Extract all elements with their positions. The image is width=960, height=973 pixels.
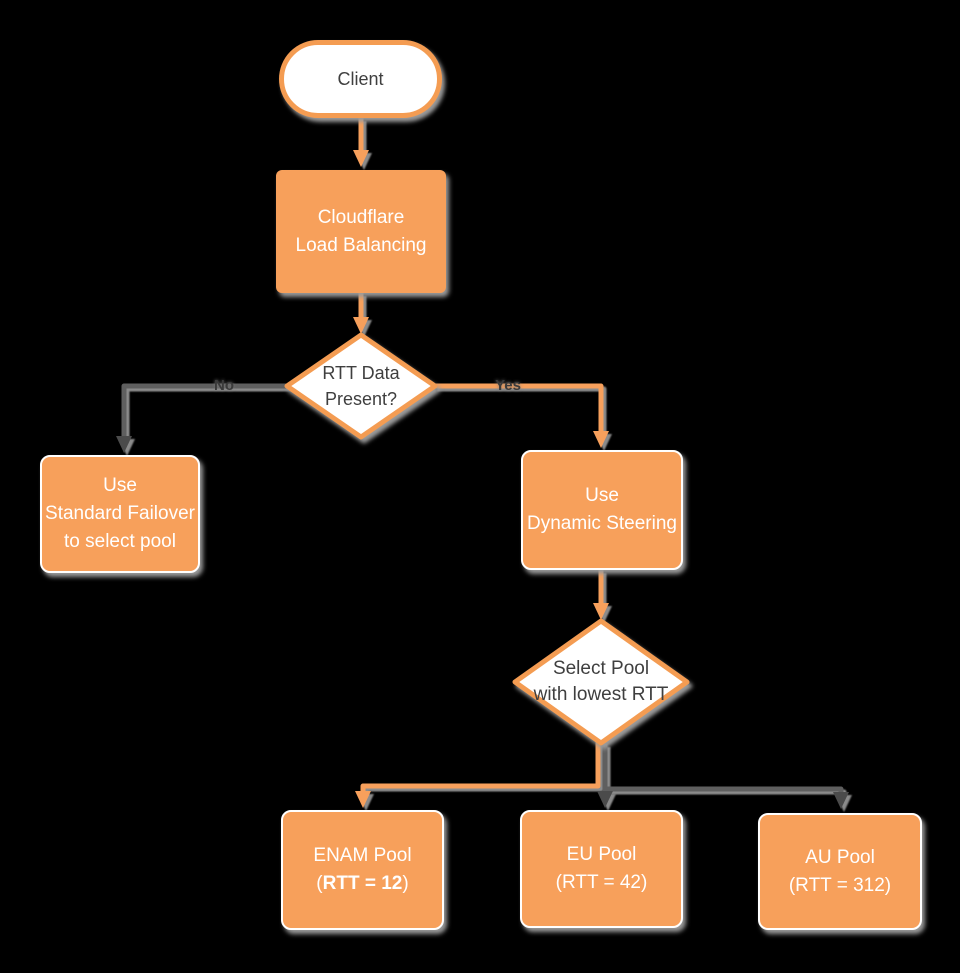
- rtt-decision-label: RTT Data Present?: [322, 363, 400, 409]
- gray-arrowheads: [116, 436, 849, 809]
- connector-no-branch: [121, 383, 288, 438]
- arrowhead-to-au-pool: [833, 792, 849, 809]
- edge-label-no: No: [214, 377, 234, 394]
- pool-decision-label: Select Pool with lowest RTT: [533, 658, 669, 705]
- failover-node: Use Standard Failover to select pool: [40, 455, 200, 573]
- arrowhead-to-rtt-decision: [353, 317, 369, 334]
- rtt-decision-node: RTT Data Present?: [284, 332, 438, 440]
- connector-to-enam-pool: [360, 742, 601, 793]
- rtt-decision-diamond: [284, 332, 438, 440]
- enam-pool-node: ENAM Pool (RTT = 12): [281, 810, 444, 930]
- enam-rtt-value: RTT = 12: [322, 873, 403, 894]
- cloudflare-node: Cloudflare Load Balancing: [276, 170, 446, 293]
- pool-decision-diamond: [512, 618, 690, 746]
- edge-label-yes: Yes: [495, 377, 521, 394]
- arrowhead-to-enam-pool: [355, 791, 371, 808]
- eu-pool-node: EU Pool (RTT = 42): [520, 810, 683, 928]
- arrowhead-to-dynamic-steering: [593, 431, 609, 448]
- au-pool-label: AU Pool (RTT = 312): [788, 846, 892, 896]
- au-pool-node: AU Pool (RTT = 312): [758, 813, 922, 930]
- enam-pool-label: ENAM Pool (RTT = 12): [313, 845, 412, 894]
- arrowhead-to-failover: [116, 436, 132, 453]
- dynamic-steering-node: Use Dynamic Steering: [521, 450, 683, 570]
- dynamic-steering-label: Use Dynamic Steering: [527, 485, 677, 534]
- failover-label: Use Standard Failover to select pool: [45, 475, 195, 552]
- eu-pool-label: EU Pool (RTT = 42): [555, 844, 648, 893]
- client-label: Client: [337, 68, 384, 89]
- connector-yes-branch: [434, 383, 604, 433]
- connector-to-au-pool: [605, 786, 844, 794]
- arrowhead-to-eu-pool: [597, 791, 613, 808]
- orange-arrowheads: [353, 150, 609, 808]
- cloudflare-label: Cloudflare Load Balancing: [295, 206, 427, 256]
- client-node: Client: [279, 40, 442, 118]
- arrowhead-to-cloudflare: [353, 150, 369, 167]
- pool-decision-node: Select Pool with lowest RTT: [512, 618, 690, 746]
- arrowhead-to-pool-decision: [593, 603, 609, 620]
